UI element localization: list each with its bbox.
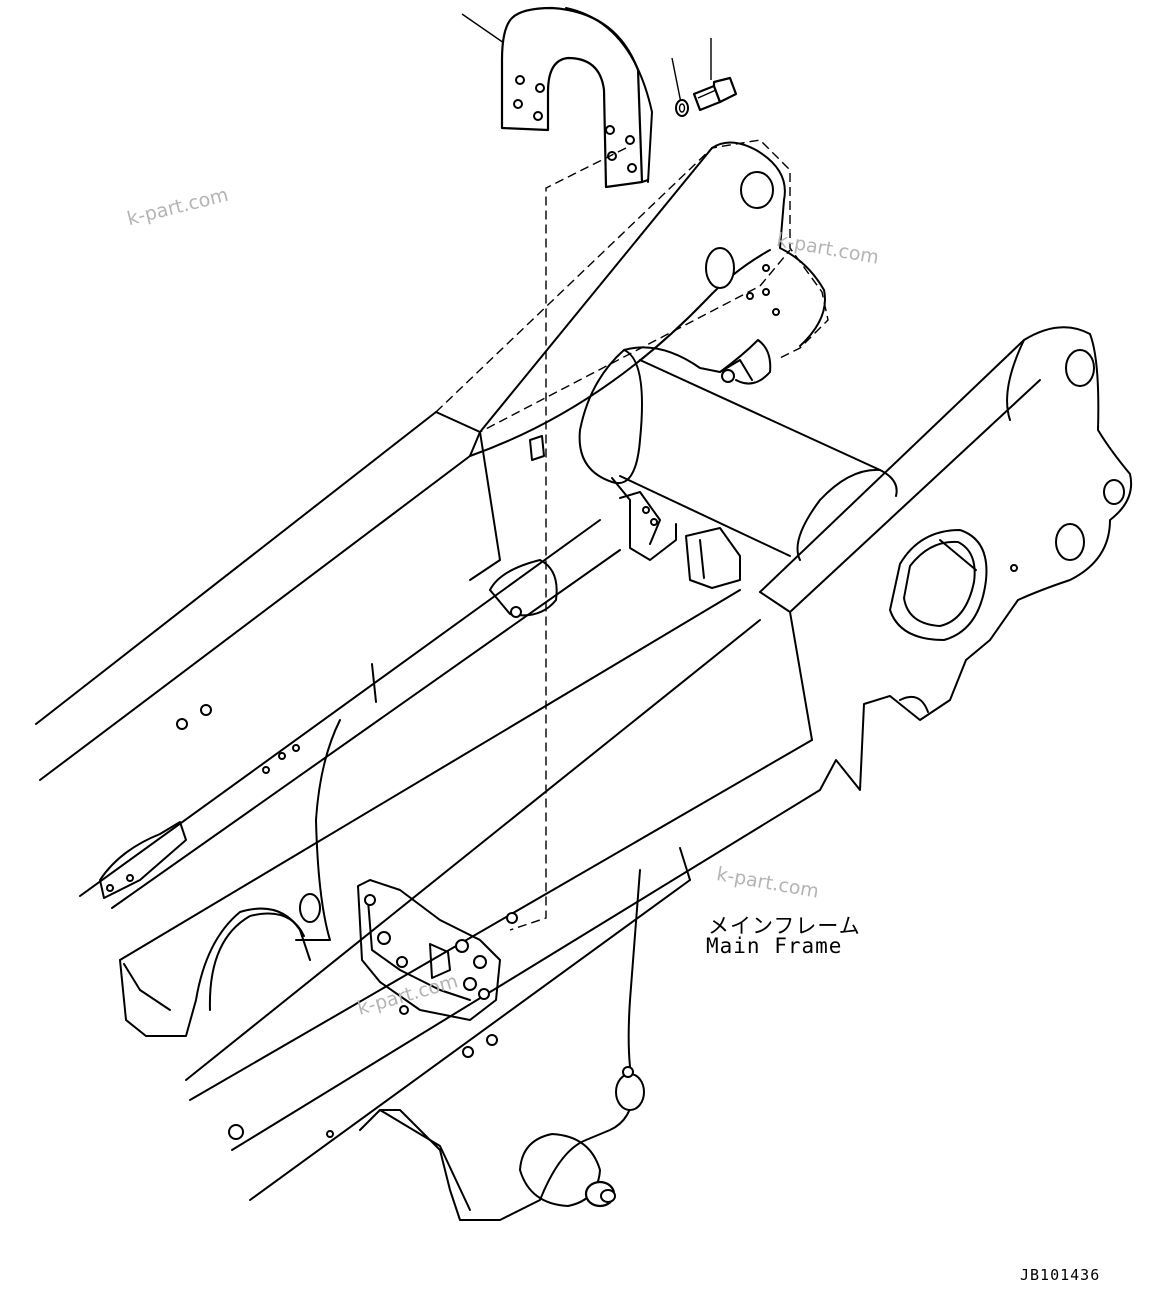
mounting-brackets [529,435,741,589]
lower-left-rail-end [99,821,321,1037]
assembly-line [509,147,627,931]
pivot-bracket [357,879,501,1021]
lower-frame-end [359,869,645,1221]
frame-label-en: Main Frame [706,934,843,958]
frame-label-jp: メインフレーム [708,914,861,938]
cross-member-cylinder [578,339,898,561]
washer [675,99,689,117]
drawing-code: JB101436 [1020,1266,1101,1284]
right-frame-rail [759,326,1132,791]
middle-frame-rails [79,519,821,1201]
upper-frame-rail [35,141,826,781]
bolt [692,76,738,112]
guard-plate [500,6,653,189]
